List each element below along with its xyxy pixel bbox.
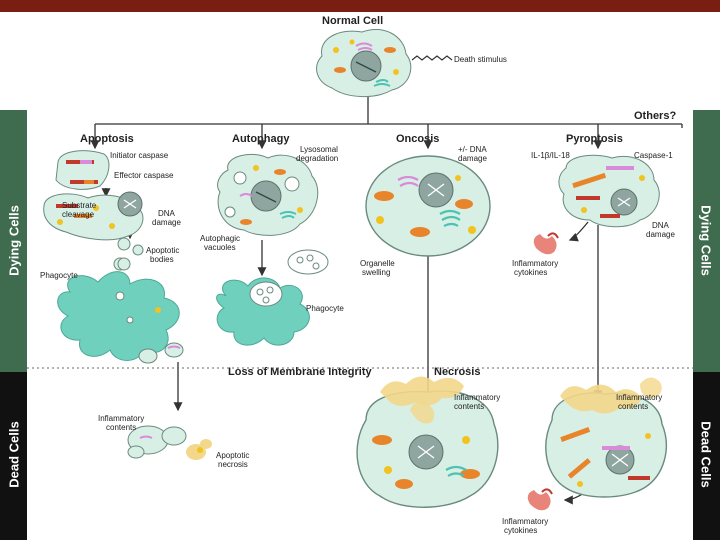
cytokines-pyroptosis-dead — [527, 488, 553, 511]
header-others: Others? — [634, 110, 676, 122]
label-substrate-cleavage-1: Substrate — [62, 201, 97, 210]
left-dying-band — [0, 110, 27, 372]
normal-cell — [316, 28, 412, 98]
label-dna-damage-pyro-1: DNA — [652, 221, 670, 230]
label-inflammatory-contents-nec-2: contents — [454, 402, 484, 411]
header-autophagy: Autophagy — [232, 133, 290, 145]
right-band-top — [693, 12, 720, 110]
label-inflammatory-contents-apop-2: contents — [106, 423, 136, 432]
label-initiator-caspase: Initiator caspase — [110, 151, 169, 160]
right-dying-band — [693, 110, 720, 372]
apoptotic-debris — [127, 425, 212, 460]
header-pyroptosis: Pyroptosis — [566, 133, 623, 145]
death-stimulus-wave — [411, 55, 453, 61]
label-phagocyte-2: Phagocyte — [306, 304, 344, 313]
label-inflammatory-contents-apop-1: Inflammatory — [98, 414, 144, 423]
pyroptosis-cell — [558, 154, 660, 228]
label-organelle-swelling-2: swelling — [362, 268, 390, 277]
label-organelle-swelling-1: Organelle — [360, 259, 395, 268]
label-substrate-cleavage-2: cleavage — [62, 210, 95, 219]
label-inflammatory-contents-nec-1: Inflammatory — [454, 393, 500, 402]
header-necrosis: Necrosis — [434, 366, 480, 378]
label-autophagic-vacuoles-2: vacuoles — [204, 243, 236, 252]
label-phagocyte-1: Phagocyte — [40, 271, 78, 280]
label-apoptotic-bodies-2: bodies — [150, 255, 174, 264]
autophagic-vesicle — [287, 249, 329, 275]
header-apoptosis: Apoptosis — [80, 133, 134, 145]
label-inflammatory-cytokines-2-1: Inflammatory — [502, 517, 548, 526]
label-dna-damage-apop-1: DNA — [158, 209, 176, 218]
label-lysosomal-degradation-2: degradation — [296, 154, 338, 163]
right-dead-band — [693, 372, 720, 540]
apoptotic-bodies-small — [117, 257, 184, 364]
label-apoptotic-necrosis-2: necrosis — [218, 460, 248, 469]
necrotic-cell-oncosis — [356, 376, 499, 508]
label-inflammatory-cytokines-1-1: Inflammatory — [512, 259, 558, 268]
phagocyte-apoptosis — [57, 271, 180, 361]
label-il1: IL-1β/IL-18 — [531, 151, 570, 160]
label-death-stimulus: Death stimulus — [454, 55, 507, 64]
necrotic-cell-pyroptosis — [545, 377, 667, 498]
label-dna-damage-apop-2: damage — [152, 218, 181, 227]
label-dna-damage-onc-1: +/- DNA — [458, 145, 487, 154]
label-dna-damage-pyro-2: damage — [646, 230, 675, 239]
label-autophagic-vacuoles-1: Autophagic — [200, 234, 240, 243]
phagocyte-autophagy — [216, 277, 310, 346]
label-apoptotic-bodies-1: Apoptotic — [146, 246, 179, 255]
label-caspase1: Caspase-1 — [634, 151, 673, 160]
label-lysosomal-degradation-1: Lysosomal — [300, 145, 338, 154]
apoptosis-cell — [43, 150, 144, 271]
header-normal-cell: Normal Cell — [322, 15, 383, 27]
header-loss-membrane: Loss of Membrane Integrity — [228, 366, 373, 378]
label-inflammatory-cytokines-1-2: cytokines — [514, 268, 547, 277]
header-oncosis: Oncosis — [396, 133, 439, 145]
label-inflammatory-cytokines-2-2: cytokines — [504, 526, 537, 535]
left-dead-band — [0, 372, 27, 540]
label-inflammatory-contents-pyro-1: Inflammatory — [616, 393, 662, 402]
label-effector-caspase: Effector caspase — [114, 171, 174, 180]
label-apoptotic-necrosis-1: Apoptotic — [216, 451, 249, 460]
oncosis-cell — [365, 155, 491, 257]
top-band — [0, 0, 720, 12]
autophagy-cell — [217, 154, 319, 236]
label-dna-damage-onc-2: damage — [458, 154, 487, 163]
left-band-top — [0, 12, 27, 110]
cytokines-pyroptosis — [533, 232, 559, 255]
label-inflammatory-contents-pyro-2: contents — [618, 402, 648, 411]
